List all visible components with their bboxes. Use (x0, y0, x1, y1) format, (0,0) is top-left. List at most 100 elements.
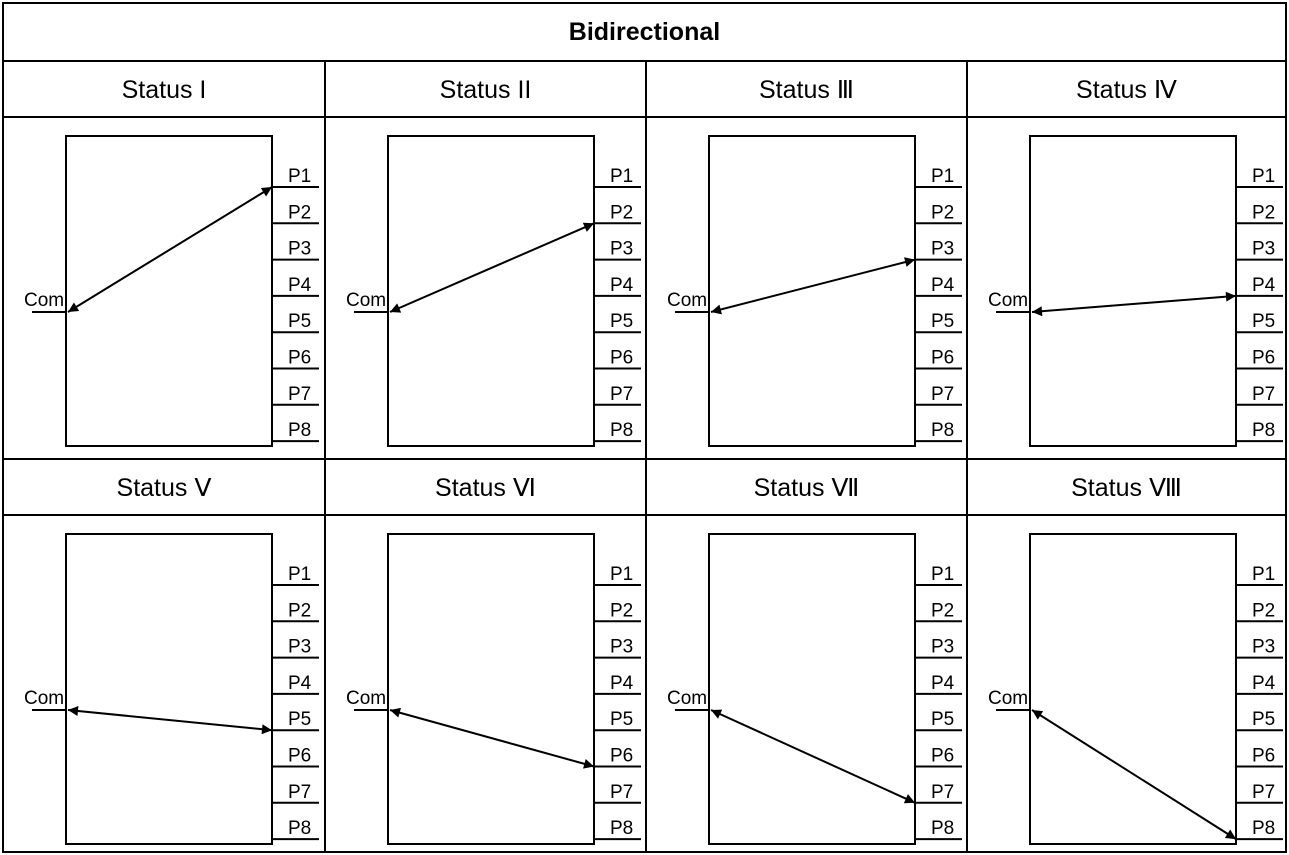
port-label-p3: P3 (1252, 239, 1275, 260)
port-label-p8: P8 (288, 420, 311, 441)
port-label-p1: P1 (610, 166, 633, 187)
port-label-p8: P8 (931, 818, 954, 839)
com-label: Com (346, 688, 386, 709)
status-header: Status Ⅴ (116, 474, 212, 502)
port-label-p5: P5 (1252, 709, 1275, 730)
status-header: Status II (439, 75, 532, 104)
table-border-right (1285, 2, 1287, 853)
status-header: Status I (121, 75, 207, 104)
port-label-p7: P7 (610, 384, 633, 405)
port-label-p5: P5 (610, 709, 633, 730)
port-label-p6: P6 (610, 746, 633, 767)
status-header: Status Ⅶ (753, 474, 860, 502)
com-label: Com (667, 688, 707, 709)
port-label-p6: P6 (931, 348, 954, 369)
row-divider (2, 116, 1287, 118)
port-label-p6: P6 (288, 348, 311, 369)
bidirectional-arrow (1031, 709, 1237, 840)
switch-body (387, 533, 595, 845)
port-label-p1: P1 (931, 564, 954, 585)
port-label-p6: P6 (1252, 746, 1275, 767)
port-label-p6: P6 (931, 746, 954, 767)
bidirectional-arrow (389, 222, 595, 313)
bidirectional-arrow (67, 186, 273, 313)
port-label-p5: P5 (1252, 311, 1275, 332)
port-label-p4: P4 (610, 673, 634, 694)
port-label-p7: P7 (610, 782, 633, 803)
port-label-p1: P1 (931, 166, 954, 187)
port-label-p6: P6 (610, 348, 633, 369)
port-label-p2: P2 (1252, 600, 1275, 621)
port-label-p2: P2 (1252, 202, 1275, 223)
port-label-p8: P8 (931, 420, 954, 441)
port-label-p3: P3 (931, 637, 954, 658)
port-label-p7: P7 (931, 384, 954, 405)
port-label-p8: P8 (1252, 420, 1275, 441)
com-label: Com (24, 688, 64, 709)
port-label-p4: P4 (288, 673, 312, 694)
row-divider (2, 514, 1287, 516)
status-header: Status Ⅷ (1071, 474, 1182, 502)
port-label-p1: P1 (288, 166, 311, 187)
bidirectional-arrow (710, 257, 916, 315)
com-label: Com (667, 290, 707, 311)
port-label-p7: P7 (288, 782, 311, 803)
bidirectional-arrow (389, 707, 595, 769)
port-label-p6: P6 (1252, 348, 1275, 369)
port-label-p5: P5 (288, 709, 311, 730)
port-label-p2: P2 (931, 600, 954, 621)
port-label-p8: P8 (288, 818, 311, 839)
port-label-p8: P8 (610, 420, 633, 441)
switch-body (1029, 135, 1237, 447)
port-label-p4: P4 (288, 275, 312, 296)
port-label-p7: P7 (1252, 782, 1275, 803)
port-label-p6: P6 (288, 746, 311, 767)
port-label-p3: P3 (1252, 637, 1275, 658)
port-label-p2: P2 (610, 600, 633, 621)
port-label-p5: P5 (610, 311, 633, 332)
table-border-bottom (2, 851, 1287, 853)
table-title: Bidirectional (568, 17, 721, 46)
switch-body (387, 135, 595, 447)
switch-body (708, 135, 916, 447)
port-label-p7: P7 (1252, 384, 1275, 405)
column-divider (645, 60, 647, 853)
port-label-p4: P4 (931, 673, 955, 694)
port-label-p5: P5 (288, 311, 311, 332)
bidirectional-arrow (67, 706, 273, 735)
port-label-p4: P4 (1252, 275, 1276, 296)
row-divider (2, 60, 1287, 62)
port-label-p4: P4 (931, 275, 955, 296)
bidirectional-arrow (710, 709, 916, 804)
port-label-p1: P1 (1252, 564, 1275, 585)
port-label-p2: P2 (288, 600, 311, 621)
port-label-p3: P3 (610, 637, 633, 658)
port-label-p3: P3 (288, 637, 311, 658)
port-label-p1: P1 (1252, 166, 1275, 187)
com-label: Com (346, 290, 386, 311)
port-label-p3: P3 (288, 239, 311, 260)
switch-body (65, 533, 273, 845)
column-divider (324, 60, 326, 853)
bidirectional-arrow (1031, 291, 1237, 317)
status-header: Status Ⅵ (435, 474, 536, 502)
port-label-p2: P2 (288, 202, 311, 223)
port-label-p8: P8 (610, 818, 633, 839)
port-label-p1: P1 (288, 564, 311, 585)
port-label-p3: P3 (931, 239, 954, 260)
com-label: Com (988, 688, 1028, 709)
com-label: Com (24, 290, 64, 311)
port-label-p7: P7 (931, 782, 954, 803)
